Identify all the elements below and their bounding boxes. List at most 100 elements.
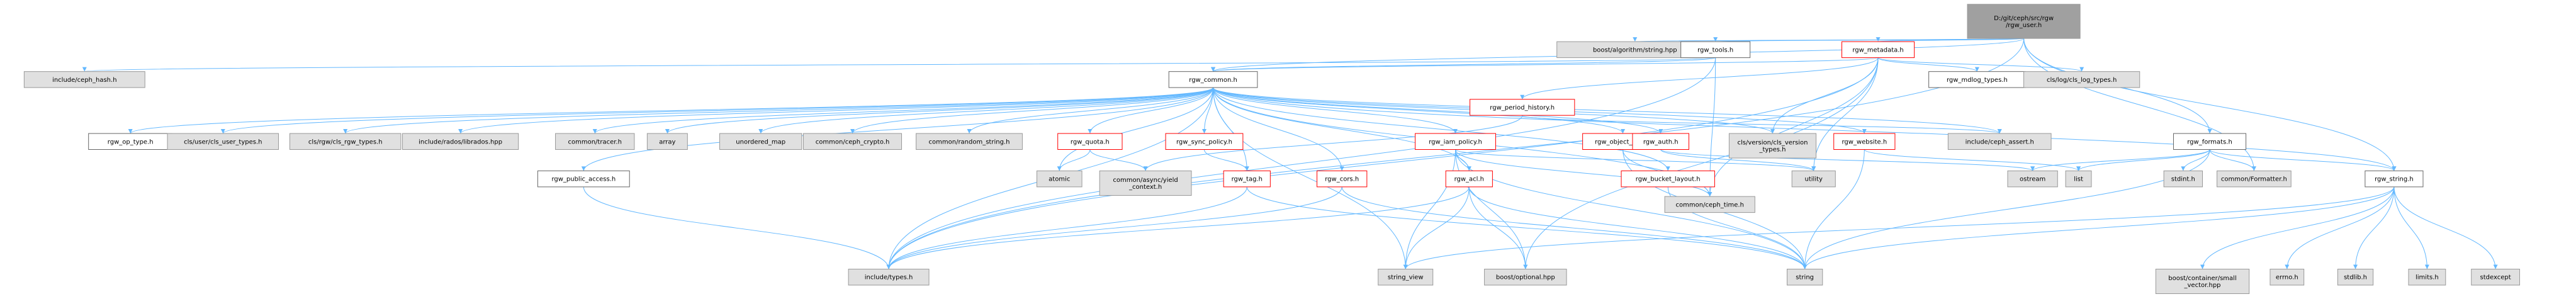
node-label: rgw_website.h [1842, 138, 1887, 145]
edge-rgw_acl-to-string_view [1405, 186, 1470, 269]
node-rgw-quota[interactable]: rgw_quota.h [1057, 133, 1123, 150]
node-label: rgw_auth.h [1643, 138, 1679, 145]
node-include-types: include/types.h [848, 269, 930, 286]
arrowhead-rgw_string-to-stdlib [2353, 264, 2358, 269]
edge-rgw_acl-to-string [1468, 186, 1806, 269]
node-box [1787, 269, 1823, 286]
edge-rgw_metadata-to-ceph_time [1709, 57, 1879, 197]
arrowhead-rgw_string-to-stdexcept [2493, 264, 2498, 269]
node-rgw-string[interactable]: rgw_string.h [2365, 170, 2424, 188]
edge-rgw_common-to-rgw_quota [1089, 87, 1214, 134]
node-label: stdint.h [2171, 176, 2195, 183]
arrowhead-rgw_metadata-to-cls_log_types [2079, 67, 2084, 72]
node-rgw-public-access[interactable]: rgw_public_access.h [537, 170, 630, 188]
node-list: list [2065, 170, 2092, 188]
node-rgw-tag[interactable]: rgw_tag.h [1223, 170, 1271, 188]
node-utility: utility [1791, 170, 1836, 188]
node-label: rgw_tools.h [1697, 47, 1733, 54]
edge-rgw_website-to-string [1804, 149, 1865, 269]
edge-rgw_formats-to-list [2078, 149, 2210, 171]
node-rgw-iam-policy[interactable]: rgw_iam_policy.h [1415, 133, 1496, 150]
node-label: rgw_bucket_layout.h [1636, 176, 1701, 183]
arrowhead-root-to-rgw_tools [1713, 37, 1718, 42]
node-label: array [659, 138, 675, 145]
node-rgw-period-history[interactable]: rgw_period_history.h [1470, 99, 1575, 116]
edge-rgw_iam_policy-to-utility [1455, 149, 1814, 171]
node-box [1470, 99, 1575, 116]
edge-rgw_common-to-ceph_crypto [852, 87, 1214, 134]
node-label: D:/git/ceph/src/rgw [1994, 15, 2054, 22]
edge-rgw_public_access-to-include_types [583, 186, 889, 269]
node-label: include/ceph_hash.h [52, 77, 116, 84]
arrowhead-rgw_acl-to-include_types [886, 264, 891, 269]
edge-rgw_period_history-to-yield_context [1145, 115, 1523, 171]
node-rgw-tools[interactable]: rgw_tools.h [1680, 41, 1751, 59]
node-rgw-bucket-layout[interactable]: rgw_bucket_layout.h [1621, 170, 1715, 188]
node-label: rgw_object_lock.h [1595, 138, 1651, 145]
node-label: ostream [2020, 176, 2045, 183]
arrowhead-rgw_quota-to-atomic [1057, 166, 1062, 171]
node-box [2065, 170, 2092, 188]
node-rgw-acl[interactable]: rgw_acl.h [1445, 170, 1493, 188]
edge-rgw_quota-to-atomic [1059, 149, 1091, 171]
node-rgw-website[interactable]: rgw_website.h [1833, 133, 1896, 150]
node-label: utility [1805, 176, 1823, 183]
edge-rgw_cors-to-include_types [888, 186, 1342, 269]
node-box [289, 133, 402, 150]
node-box [1378, 269, 1434, 286]
node-atomic: atomic [1036, 170, 1083, 188]
edge-rgw_common-to-unordered_map [760, 87, 1214, 134]
node-box [1165, 133, 1244, 150]
edge-rgw_common-to-atomic [1059, 87, 1214, 171]
node-label: rgw_period_history.h [1490, 104, 1555, 111]
arrowhead-rgw_quota-to-yield_context [1143, 166, 1148, 171]
node-rgw-op-type[interactable]: rgw_op_type.h [88, 133, 173, 150]
node-label: cls/log/cls_log_types.h [2047, 77, 2117, 84]
node-string-view: string_view [1378, 269, 1434, 286]
node-box [1168, 71, 1258, 88]
node-box [2365, 170, 2424, 188]
node-random-string: common/random_string.h [916, 133, 1023, 150]
node-cls-version: cls/version/cls_version_types.h [1728, 133, 1817, 159]
node-rgw-sync-policy[interactable]: rgw_sync_policy.h [1165, 133, 1244, 150]
node-box [1967, 4, 2081, 39]
node-box [1036, 170, 1083, 188]
node-label: limits.h [2416, 274, 2439, 281]
edge-rgw_sync_policy-to-rgw_tag [1203, 149, 1247, 171]
node-label: rgw_tag.h [1232, 176, 1263, 183]
node-label: cls/version/cls_version [1738, 140, 1808, 147]
node-rgw-mdlog-types[interactable]: rgw_mdlog_types.h [1928, 71, 2026, 88]
edge-rgw_common-to-string_view [1213, 87, 1406, 269]
node-rgw-common[interactable]: rgw_common.h [1168, 71, 1258, 88]
arrowhead-rgw_common-to-cls_rgw_types [343, 129, 348, 134]
node-box [1632, 133, 1689, 150]
node-box [1621, 170, 1715, 188]
edge-rgw_common-to-rgw_public_access [583, 87, 1214, 171]
node-errno: errno.h [2269, 269, 2305, 286]
edge-rgw_quota-to-yield_context [1089, 149, 1146, 171]
node-box [2155, 269, 2250, 295]
node-rgw-cors[interactable]: rgw_cors.h [1317, 170, 1368, 188]
arrowhead-rgw_common-to-ceph_crypto [850, 129, 855, 134]
arrowhead-rgw_common-to-cls_version [1770, 129, 1775, 134]
node-box [1317, 170, 1368, 188]
node-box [1664, 196, 1755, 213]
edge-rgw_period_history-to-ceph_assert [1522, 115, 2000, 134]
node-string: string [1787, 269, 1823, 286]
edge-rgw_common-to-librados [460, 87, 1214, 134]
node-box [2173, 133, 2247, 150]
edge-rgw_string-to-stdlib [2355, 186, 2395, 269]
node-rgw-formats[interactable]: rgw_formats.h [2173, 133, 2247, 150]
arrowhead-root-to-boost_algo [1633, 37, 1638, 42]
node-box [1415, 133, 1496, 150]
node-rgw-metadata[interactable]: rgw_metadata.h [1841, 41, 1915, 59]
edge-rgw_common-to-rgw_object_lock [1213, 87, 1624, 134]
node-rgw-auth[interactable]: rgw_auth.h [1632, 133, 1689, 150]
node-label: rgw_mdlog_types.h [1947, 77, 2008, 84]
node-ceph-time: common/ceph_time.h [1664, 196, 1755, 213]
node-box [848, 269, 930, 286]
edge-rgw_metadata-to-rgw_mdlog_types [1877, 57, 1977, 72]
node-root[interactable]: D:/git/ceph/src/rgw/rgw_user.h [1967, 4, 2081, 39]
node-label: stdlib.h [2344, 274, 2367, 281]
